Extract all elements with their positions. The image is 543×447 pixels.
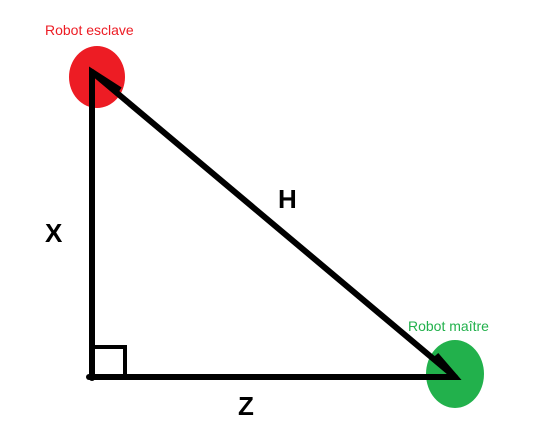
right-angle-marker <box>92 345 127 377</box>
x-side-label: X <box>45 218 63 248</box>
z-side-label: Z <box>238 391 254 421</box>
master-robot-label: Robot maître <box>408 318 489 334</box>
slave-arrowhead-icon <box>89 66 122 103</box>
hypotenuse-line <box>89 69 458 380</box>
h-side-label: H <box>278 184 297 214</box>
slave-robot-label: Robot esclave <box>45 22 134 38</box>
master-arrowhead-icon <box>428 353 462 380</box>
